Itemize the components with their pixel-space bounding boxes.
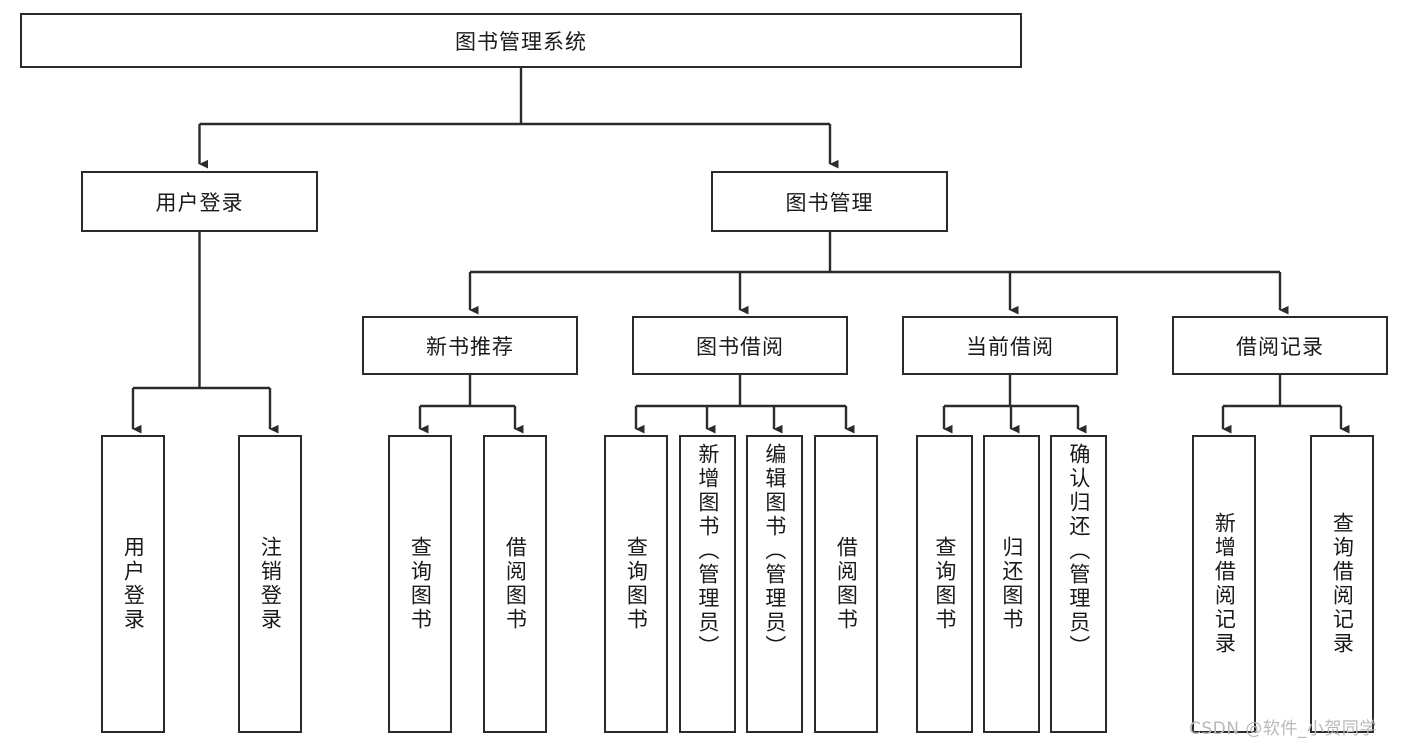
node-new-book-rec[interactable]: 新书推荐 xyxy=(362,316,578,375)
node-current-borrow[interactable]: 当前借阅 xyxy=(902,316,1118,375)
node-borrow-record[interactable]: 借阅记录 xyxy=(1172,316,1388,375)
node-user-login-label: 用户登录 xyxy=(155,190,244,215)
csdn-watermark: CSDN @软件_小贺同学 xyxy=(1189,719,1377,739)
node-leaf-add-record-label: 新增借阅记录 xyxy=(1212,512,1237,656)
node-borrow-record-label: 借阅记录 xyxy=(1236,334,1324,359)
node-book-manage-label: 图书管理 xyxy=(785,190,874,215)
node-leaf-return-book-label: 归还图书 xyxy=(999,536,1024,632)
node-book-borrow-label: 图书借阅 xyxy=(696,334,784,359)
node-book-manage[interactable]: 图书管理 xyxy=(711,171,948,232)
node-leaf-query-book-1[interactable]: 查询图书 xyxy=(388,435,452,733)
node-leaf-return-book[interactable]: 归还图书 xyxy=(983,435,1040,733)
node-leaf-query-book-1-label: 查询图书 xyxy=(408,536,433,632)
node-leaf-query-record-label: 查询借阅记录 xyxy=(1330,512,1355,656)
node-root[interactable]: 图书管理系统 xyxy=(20,13,1022,68)
node-leaf-query-book-2[interactable]: 查询图书 xyxy=(604,435,668,733)
node-leaf-confirm-return[interactable]: 确认归还（管理员） xyxy=(1050,435,1107,733)
node-leaf-edit-book-label: 编辑图书（管理员） xyxy=(762,443,787,659)
node-user-login[interactable]: 用户登录 xyxy=(81,171,318,232)
node-book-borrow[interactable]: 图书借阅 xyxy=(632,316,848,375)
node-leaf-borrow-book-2[interactable]: 借阅图书 xyxy=(814,435,878,733)
node-leaf-add-record[interactable]: 新增借阅记录 xyxy=(1192,435,1256,733)
node-leaf-edit-book[interactable]: 编辑图书（管理员） xyxy=(746,435,803,733)
node-leaf-add-book-label: 新增图书（管理员） xyxy=(695,443,720,659)
node-leaf-user-login[interactable]: 用户登录 xyxy=(101,435,165,733)
node-leaf-user-logout-label: 注销登录 xyxy=(258,536,283,632)
node-leaf-add-book[interactable]: 新增图书（管理员） xyxy=(679,435,736,733)
node-root-label: 图书管理系统 xyxy=(455,29,587,54)
node-leaf-query-book-3-label: 查询图书 xyxy=(932,536,957,632)
node-leaf-borrow-book-2-label: 借阅图书 xyxy=(834,536,859,632)
node-leaf-query-record[interactable]: 查询借阅记录 xyxy=(1310,435,1374,733)
node-leaf-query-book-2-label: 查询图书 xyxy=(624,536,649,632)
node-current-borrow-label: 当前借阅 xyxy=(966,334,1054,359)
node-leaf-confirm-return-label: 确认归还（管理员） xyxy=(1066,443,1091,659)
node-leaf-borrow-book-1[interactable]: 借阅图书 xyxy=(483,435,547,733)
node-new-book-rec-label: 新书推荐 xyxy=(426,334,514,359)
node-leaf-borrow-book-1-label: 借阅图书 xyxy=(503,536,528,632)
node-leaf-user-login-label: 用户登录 xyxy=(121,536,146,632)
node-leaf-query-book-3[interactable]: 查询图书 xyxy=(916,435,973,733)
node-leaf-user-logout[interactable]: 注销登录 xyxy=(238,435,302,733)
